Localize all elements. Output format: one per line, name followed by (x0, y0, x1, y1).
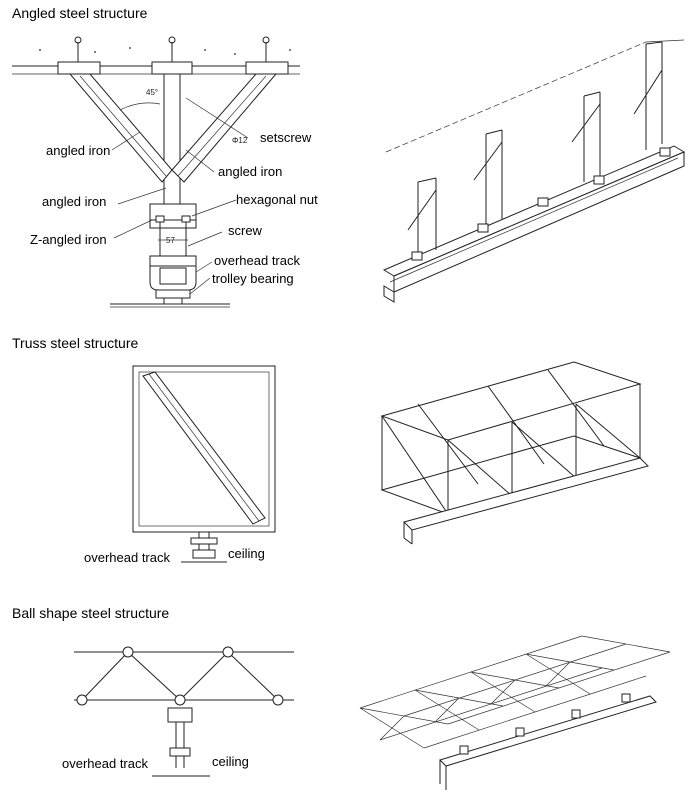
ball-steel-isometric-drawing (359, 635, 671, 790)
label-z-angled-iron: Z-angled iron (30, 232, 107, 247)
label-angled-iron-center: angled iron (42, 194, 107, 209)
truss-steel-elevation-drawing (132, 365, 276, 563)
ball-steel-elevation-drawing (74, 646, 294, 777)
section-title-ball: Ball shape steel structure (12, 605, 170, 621)
label-setscrew: setscrew (260, 130, 312, 145)
label-overhead-track-truss: overhead track (84, 550, 170, 565)
angled-steel-elevation-drawing (12, 36, 300, 308)
truss-steel-isometric-drawing (380, 361, 649, 545)
label-screw: screw (228, 223, 262, 238)
angle-dimension: 45° (146, 88, 159, 97)
label-hexagonal-nut: hexagonal nut (236, 192, 318, 207)
angled-steel-isometric-drawing (382, 39, 686, 303)
label-ceiling-truss: ceiling (228, 546, 265, 561)
section-title-truss: Truss steel structure (12, 335, 139, 351)
label-trolley-bearing: trolley bearing (212, 271, 294, 286)
label-ceiling-ball: ceiling (212, 754, 249, 769)
label-overhead-track-angled: overhead track (214, 253, 300, 268)
label-overhead-track-ball: overhead track (62, 756, 148, 771)
label-angled-iron-left: angled iron (46, 143, 111, 158)
section-title-angled: Angled steel structure (12, 5, 148, 21)
diameter-dimension: Φ12 (232, 136, 248, 145)
label-angled-iron-right: angled iron (218, 164, 283, 179)
width-dimension: 57 (166, 236, 175, 245)
